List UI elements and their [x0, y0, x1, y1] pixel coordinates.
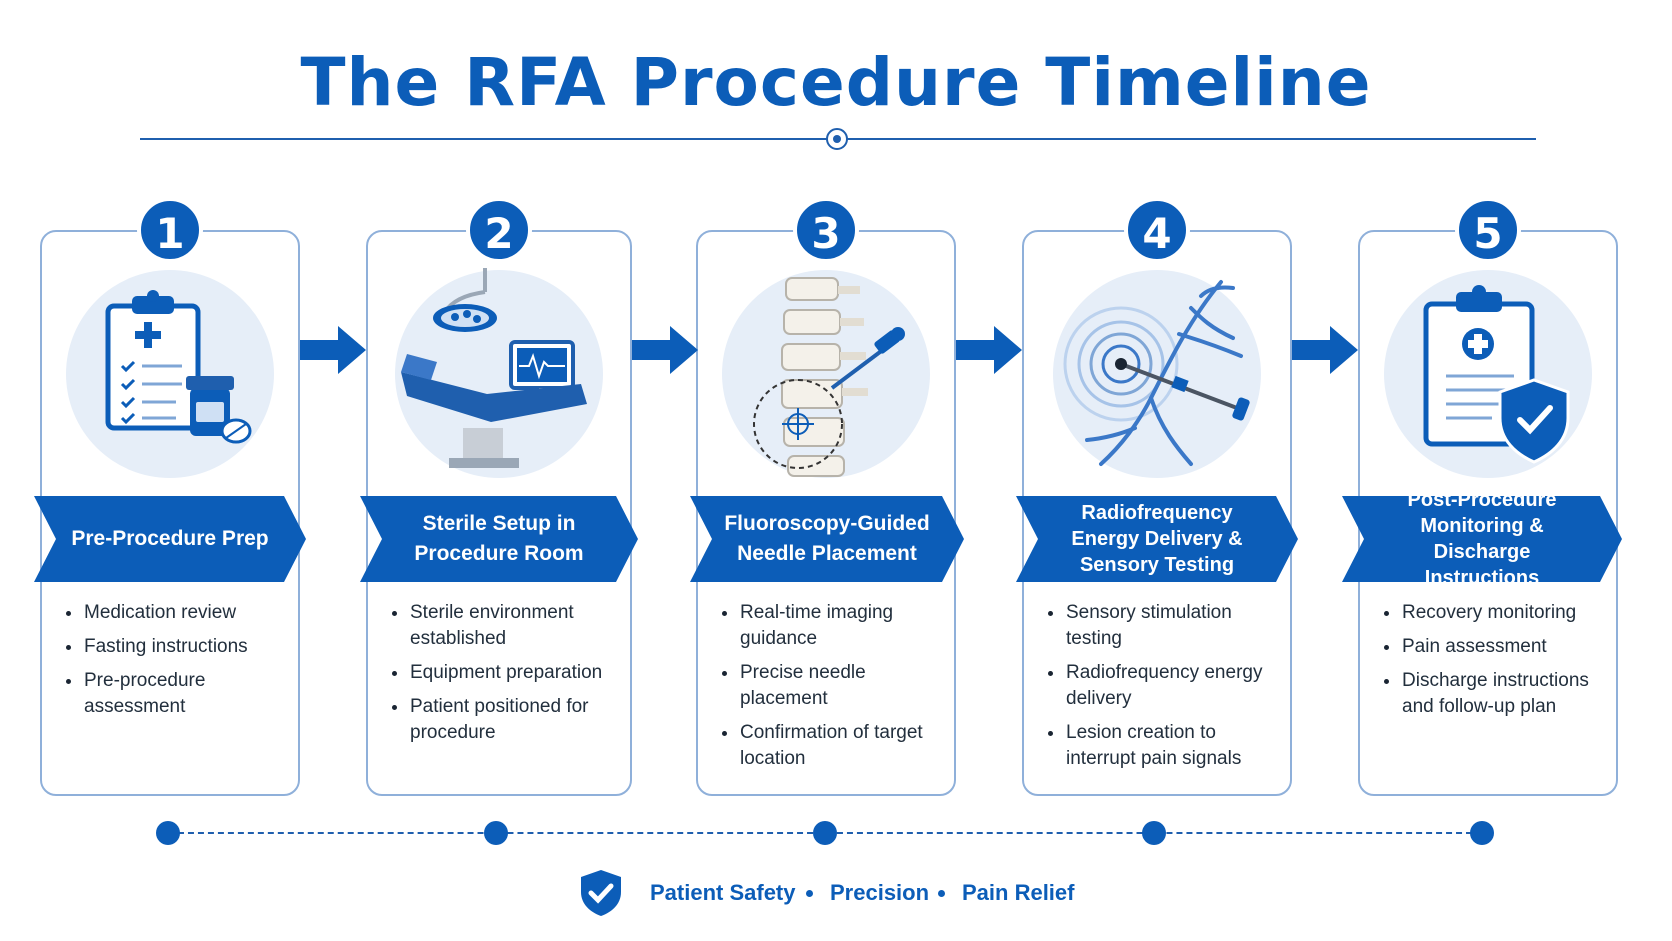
- step-banner-1: Pre-Procedure Prep: [34, 496, 306, 582]
- step-list-4: Sensory stimulation testing Radiofrequen…: [1046, 600, 1286, 780]
- footer-separator: [938, 890, 945, 897]
- list-item: Sensory stimulation testing: [1046, 600, 1286, 652]
- step-number-1: 1: [137, 197, 203, 263]
- footer-item-pain-relief: Pain Relief: [962, 880, 1075, 905]
- shield-check-icon: [581, 870, 621, 916]
- list-item: Confirmation of target location: [720, 720, 950, 772]
- step-number-4: 4: [1124, 197, 1190, 263]
- timeline-dot: [156, 821, 180, 845]
- step-banner-5: Post-Procedure Monitoring & Discharge In…: [1342, 496, 1622, 582]
- footer-item-patient-safety: Patient Safety: [650, 880, 796, 905]
- list-item: Fasting instructions: [64, 634, 294, 660]
- title-divider-ornament: [826, 128, 848, 150]
- step-banner-3: Fluoroscopy-Guided Needle Placement: [690, 496, 964, 582]
- step-banner-4: Radiofrequency Energy Delivery & Sensory…: [1016, 496, 1298, 582]
- arrow-right-icon: [632, 326, 698, 374]
- list-item: Pre-procedure assessment: [64, 668, 294, 720]
- footer-item-precision: Precision: [830, 880, 930, 905]
- arrow-right-icon: [300, 326, 366, 374]
- step-heading-3: Fluoroscopy-Guided Needle Placement: [724, 512, 930, 565]
- step-list-1: Medication review Fasting instructions P…: [64, 600, 294, 728]
- step-list-5: Recovery monitoring Pain assessment Disc…: [1382, 600, 1614, 728]
- step-number-3: 3: [793, 197, 859, 263]
- clipboard-medication-icon: [64, 268, 276, 480]
- list-item: Lesion creation to interrupt pain signal…: [1046, 720, 1286, 772]
- footer-tagline: Patient Safety Precision Pain Relief: [0, 868, 1672, 918]
- list-item: Medication review: [64, 600, 294, 626]
- list-item: Pain assessment: [1382, 634, 1614, 660]
- step-list-2: Sterile environment established Equipmen…: [390, 600, 626, 754]
- step-list-3: Real-time imaging guidance Precise needl…: [720, 600, 950, 780]
- list-item: Radiofrequency energy delivery: [1046, 660, 1286, 712]
- page-title: The RFA Procedure Timeline: [300, 44, 1372, 121]
- step-number-5: 5: [1455, 197, 1521, 263]
- list-item: Equipment preparation: [390, 660, 626, 686]
- arrow-right-icon: [956, 326, 1022, 374]
- spine-needle-icon: [720, 268, 932, 480]
- timeline-dot: [484, 821, 508, 845]
- list-item: Precise needle placement: [720, 660, 950, 712]
- step-number-2: 2: [466, 197, 532, 263]
- list-item: Real-time imaging guidance: [720, 600, 950, 652]
- step-heading-2: Sterile Setup in Procedure Room: [414, 512, 584, 565]
- clipboard-shield-icon: [1382, 268, 1594, 480]
- timeline-dot: [813, 821, 837, 845]
- list-item: Patient positioned for procedure: [390, 694, 626, 746]
- list-item: Recovery monitoring: [1382, 600, 1614, 626]
- step-heading-4: Radiofrequency Energy Delivery & Sensory…: [1071, 502, 1243, 576]
- step-heading-1: Pre-Procedure Prep: [71, 527, 269, 550]
- list-item: Sterile environment established: [390, 600, 626, 652]
- step-heading-5: Post-Procedure Monitoring & Discharge In…: [1407, 489, 1557, 589]
- timeline-dot: [1470, 821, 1494, 845]
- step-banner-2: Sterile Setup in Procedure Room: [360, 496, 638, 582]
- footer-separator: [806, 890, 813, 897]
- nerve-probe-icon: [1051, 268, 1263, 480]
- arrow-right-icon: [1292, 326, 1358, 374]
- list-item: Discharge instructions and follow-up pla…: [1382, 668, 1614, 720]
- timeline-dot: [1142, 821, 1166, 845]
- procedure-table-icon: [393, 268, 605, 480]
